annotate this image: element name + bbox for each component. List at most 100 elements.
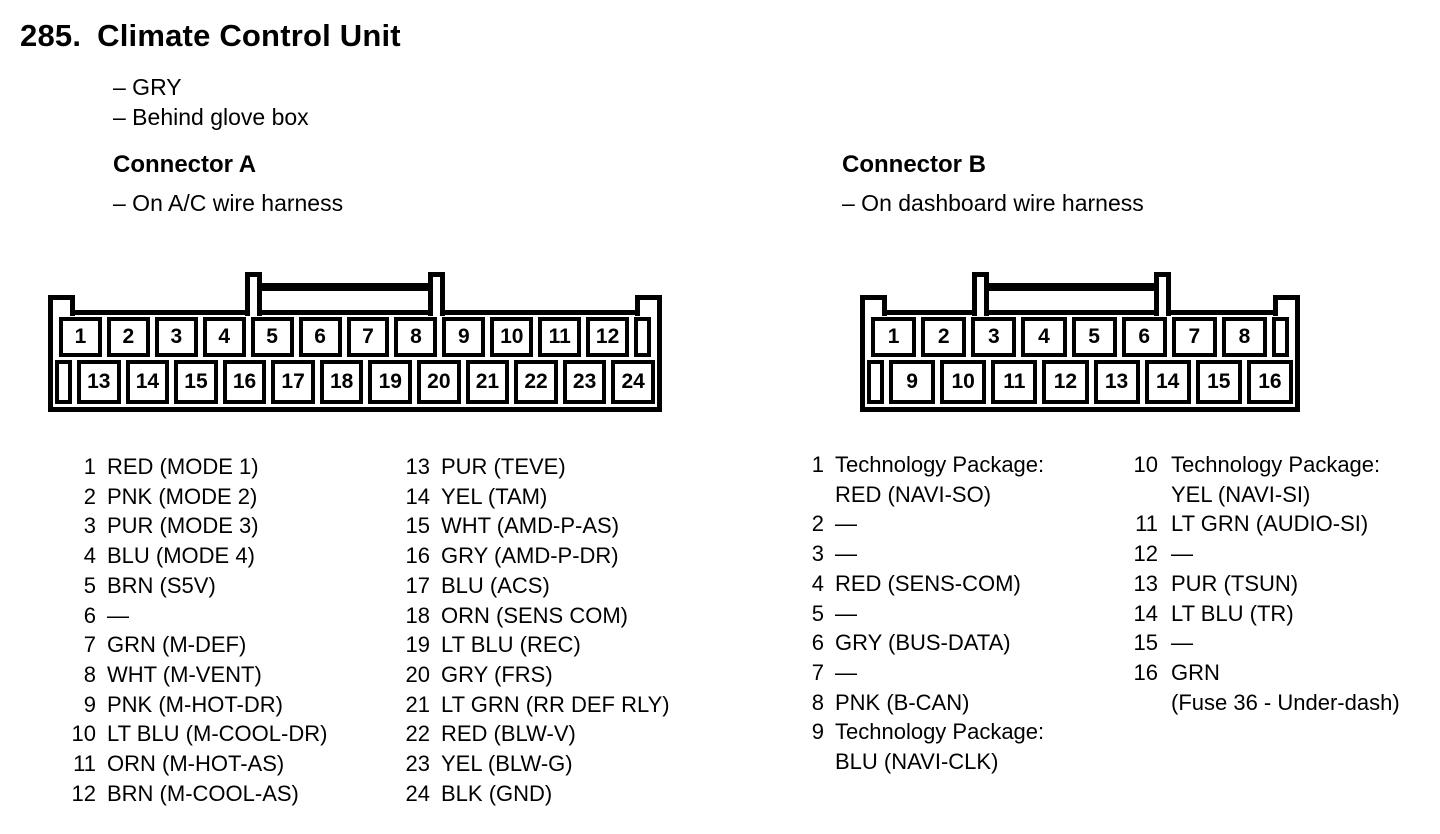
pin-cell: 11: [538, 317, 582, 357]
pin-cell: 14: [1144, 360, 1191, 404]
corner-tab-left: [48, 295, 75, 316]
pin-cell: 7: [346, 317, 390, 357]
pin-cell: 16: [222, 360, 267, 404]
pin-number: 16: [405, 543, 430, 569]
pin-number: 12: [1133, 541, 1158, 567]
pin-cell: 3: [971, 317, 1017, 357]
pin-label: BRN (S5V): [107, 572, 216, 598]
pin-number: 3: [83, 513, 96, 539]
pin-label: —: [835, 541, 857, 567]
pin-cell: 10: [490, 317, 534, 357]
pin-list-row: 4 BLU (MODE 4): [68, 541, 327, 571]
pin-cell: 5: [1071, 317, 1117, 357]
pin-number: 16: [1133, 659, 1158, 685]
pin-label: PUR (TEVE): [441, 454, 566, 479]
pin-list-row: 3—: [800, 539, 1044, 569]
pin-number: 5: [83, 572, 96, 598]
pin-cell: 6: [1121, 317, 1167, 357]
pin-number: 17: [405, 572, 430, 598]
note-location: – Behind glove box: [113, 104, 309, 130]
pin-list-row: 5 BRN (S5V): [68, 571, 327, 601]
pin-list-row: 2—: [800, 509, 1044, 539]
pin-cell: 13: [1093, 360, 1140, 404]
pin-label: —: [1171, 630, 1193, 656]
pin-cell: 2: [106, 317, 150, 357]
pin-cell: 12: [586, 317, 630, 357]
pin-cell: 16: [1246, 360, 1293, 404]
pin-label: RED (BLW-V): [441, 721, 576, 747]
pin-list-row: 12 BRN (M-COOL-AS): [68, 779, 327, 809]
pin-cell: 5: [250, 317, 294, 357]
pin-number: 5: [811, 600, 824, 626]
pin-label: Technology Package:RED (NAVI-SO): [835, 452, 1045, 507]
pin-label: YEL (TAM): [441, 483, 548, 509]
pin-cell: 21: [465, 360, 510, 404]
pin-cell: 6: [298, 317, 342, 357]
pin-number: 1: [83, 454, 96, 479]
pin-label: —: [1171, 541, 1193, 567]
pin-label: WHT (M-VENT): [107, 661, 262, 687]
pin-number: 14: [1133, 600, 1158, 626]
pin-number: 13: [405, 454, 430, 479]
pin-list-row: 13 PUR (TEVE): [402, 452, 670, 482]
latch-bar: [248, 283, 445, 291]
pin-number: 4: [811, 570, 824, 596]
pin-cell: 14: [125, 360, 170, 404]
pin-cell-blank: [867, 360, 884, 404]
pin-number: 4: [83, 543, 96, 569]
pin-number: 22: [405, 721, 430, 747]
pin-cell: 8: [394, 317, 438, 357]
pin-label: PUR (MODE 3): [107, 513, 259, 539]
pin-number: 24: [405, 780, 430, 806]
pin-number: 7: [811, 659, 824, 685]
connector-b-bottom-row: 9 10 11 12 13 14 15 16: [867, 360, 1293, 404]
pin-label: BRN (M-COOL-AS): [107, 780, 299, 806]
connector-a-bottom-row: 13 14 15 16 17 18 19 20 21 22 23 24: [55, 360, 655, 404]
pin-cell: 23: [562, 360, 607, 404]
pin-number: 12: [71, 780, 96, 806]
pin-list-row: 22 RED (BLW-V): [402, 719, 670, 749]
pin-cell: 3: [154, 317, 198, 357]
pin-number: 13: [1133, 570, 1158, 596]
pin-number: 3: [811, 541, 824, 567]
pin-list-row: 9 PNK (M-HOT-DR): [68, 690, 327, 720]
pin-label: GRN (M-DEF): [107, 632, 247, 658]
unit-notes: – GRY – Behind glove box: [113, 72, 309, 132]
connector-b-note: – On dashboard wire harness: [842, 190, 1144, 216]
pin-number: 18: [405, 602, 430, 628]
page-title: 285. Climate Control Unit: [20, 16, 401, 56]
section-number: 285.: [20, 18, 82, 53]
latch-post-left: [972, 272, 989, 316]
pin-label: Technology Package:YEL (NAVI-SI): [1171, 452, 1381, 507]
pin-list-row: 3 PUR (MODE 3): [68, 511, 327, 541]
pin-cell: 15: [1195, 360, 1242, 404]
pin-cell: 24: [611, 360, 655, 404]
pin-label: YEL (BLW-G): [441, 751, 573, 777]
pin-cell: 12: [1042, 360, 1089, 404]
pin-cell: 10: [940, 360, 987, 404]
connector-b-top-row: 1 2 3 4 5 6 7 8: [871, 317, 1289, 357]
pin-label: PNK (M-HOT-DR): [107, 691, 283, 717]
latch-post-left: [245, 272, 262, 316]
latch-post-right: [428, 272, 445, 316]
pin-label: BLU (MODE 4): [107, 543, 255, 569]
connector-b-heading: Connector B: [842, 151, 986, 178]
pin-number: 9: [83, 691, 96, 717]
pin-number: 23: [405, 751, 430, 777]
pin-number: 15: [405, 513, 430, 539]
pin-cell-blank: [55, 360, 72, 404]
pin-cell: 4: [1021, 317, 1067, 357]
